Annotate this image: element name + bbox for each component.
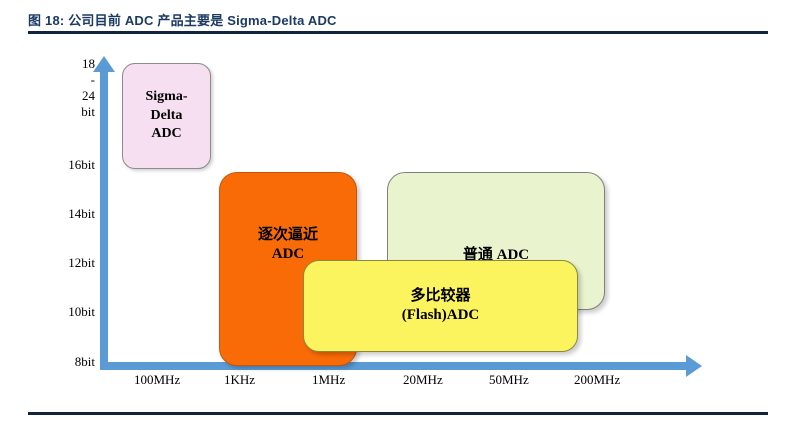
y-axis-line <box>100 70 108 370</box>
x-axis-arrowhead-icon <box>686 355 702 377</box>
y-tick-label: 14bit <box>68 206 95 221</box>
region-sigma-delta-adc-label-line1: Sigma- <box>145 89 188 105</box>
region-successive-approximation-adc-label-line2: ADC <box>271 246 305 262</box>
x-axis-line <box>100 362 688 370</box>
region-ordinary-adc-label: 普通 ADC <box>462 247 530 264</box>
y-axis-arrowhead-icon <box>93 56 115 72</box>
y-tick-label: 10bit <box>68 304 95 319</box>
region-sigma-delta-adc-label-line2: Delta <box>150 107 183 123</box>
x-tick-label: 200MHz <box>574 372 621 387</box>
y-tick-label: 8bit <box>74 354 95 369</box>
figure-divider-bottom <box>28 412 768 415</box>
title-divider-top <box>28 31 768 34</box>
region-sigma-delta-adc-label-line3: ADC <box>151 126 182 142</box>
region-flash-adc: 多比较器 (Flash)ADC <box>303 260 578 352</box>
x-tick-label: 20MHz <box>403 372 443 387</box>
y-tick-label: 24 <box>82 88 95 103</box>
y-tick-label: bit <box>81 104 95 119</box>
x-tick-label: 50MHz <box>489 372 529 387</box>
y-axis-tick-labels: 18 - 24 bit 16bit 14bit 12bit 10bit 8bit <box>0 0 95 422</box>
x-tick-label: 1MHz <box>312 372 346 387</box>
region-successive-approximation-adc-label-line1: 逐次逼近 <box>257 226 318 244</box>
region-sigma-delta-adc: Sigma- Delta ADC <box>122 63 211 169</box>
y-tick-label: 18 <box>82 56 95 71</box>
y-tick-label: 12bit <box>68 255 95 270</box>
x-tick-label: 100MHz <box>134 372 181 387</box>
region-flash-adc-label-line1: 多比较器 <box>410 287 471 305</box>
x-tick-label: 1KHz <box>224 372 256 387</box>
region-flash-adc-label-line2: (Flash)ADC <box>401 307 480 323</box>
y-tick-label: - <box>90 72 95 87</box>
y-tick-label: 16bit <box>68 157 95 172</box>
figure-title: 图 18: 公司目前 ADC 产品主要是 Sigma-Delta ADC <box>28 13 337 28</box>
